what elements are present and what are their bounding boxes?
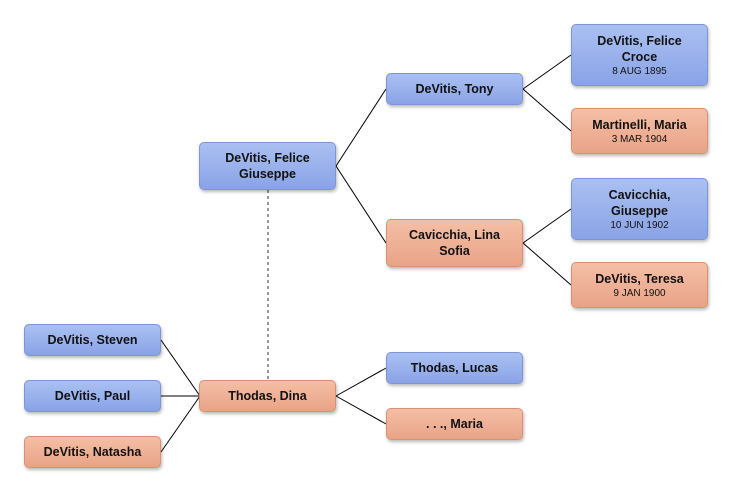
person-name: DeVitis, Paul	[54, 389, 131, 403]
connector-line	[522, 54, 572, 90]
connector-line	[522, 208, 572, 244]
person-node-thodas-lucas[interactable]: Thodas, Lucas	[386, 352, 523, 384]
person-name: DeVitis, Natasha	[43, 445, 142, 459]
person-node-devitis-natasha[interactable]: DeVitis, Natasha	[24, 436, 161, 468]
person-node-devitis-tony[interactable]: DeVitis, Tony	[386, 73, 523, 105]
person-node-devitis-felice-giuseppe[interactable]: DeVitis, Felice Giuseppe	[199, 142, 336, 190]
person-date: 9 JAN 1900	[613, 287, 666, 299]
person-node-devitis-felice-croce[interactable]: DeVitis, Felice Croce 8 AUG 1895	[571, 24, 708, 86]
person-name: Cavicchia, Lina Sofia	[408, 228, 500, 258]
connector-line	[522, 88, 572, 132]
person-node-devitis-steven[interactable]: DeVitis, Steven	[24, 324, 161, 356]
person-name: Thodas, Dina	[228, 389, 307, 403]
connector-line	[335, 395, 387, 425]
person-name: Thodas, Lucas	[410, 361, 499, 375]
person-node-devitis-teresa[interactable]: DeVitis, Teresa 9 JAN 1900	[571, 262, 708, 308]
person-node-thodas-dina[interactable]: Thodas, Dina	[199, 380, 336, 412]
person-date: 10 JUN 1902	[610, 219, 669, 231]
connector-line	[335, 367, 387, 397]
person-name: . . ., Maria	[426, 417, 483, 431]
person-node-maria[interactable]: . . ., Maria	[386, 408, 523, 440]
person-name: DeVitis, Felice Giuseppe	[225, 151, 310, 181]
person-node-cavicchia-giuseppe[interactable]: Cavicchia, Giuseppe 10 JUN 1902	[571, 178, 708, 240]
person-name: Martinelli, Maria	[592, 117, 687, 132]
connector-line	[160, 339, 201, 397]
person-node-devitis-paul[interactable]: DeVitis, Paul	[24, 380, 161, 412]
person-node-martinelli-maria[interactable]: Martinelli, Maria 3 MAR 1904	[571, 108, 708, 154]
person-date: 3 MAR 1904	[611, 133, 668, 145]
person-name: DeVitis, Steven	[47, 333, 138, 347]
connector-line	[335, 165, 387, 244]
connector-line	[160, 395, 201, 453]
person-name: Cavicchia, Giuseppe	[608, 187, 671, 218]
person-name: DeVitis, Teresa	[595, 271, 684, 286]
connector-line	[522, 242, 572, 286]
person-node-cavicchia-lina-sofia[interactable]: Cavicchia, Lina Sofia	[386, 219, 523, 267]
person-name: DeVitis, Tony	[415, 82, 494, 96]
person-date: 8 AUG 1895	[612, 65, 667, 77]
person-name: DeVitis, Felice Croce	[597, 33, 682, 64]
connector-line	[335, 88, 387, 167]
